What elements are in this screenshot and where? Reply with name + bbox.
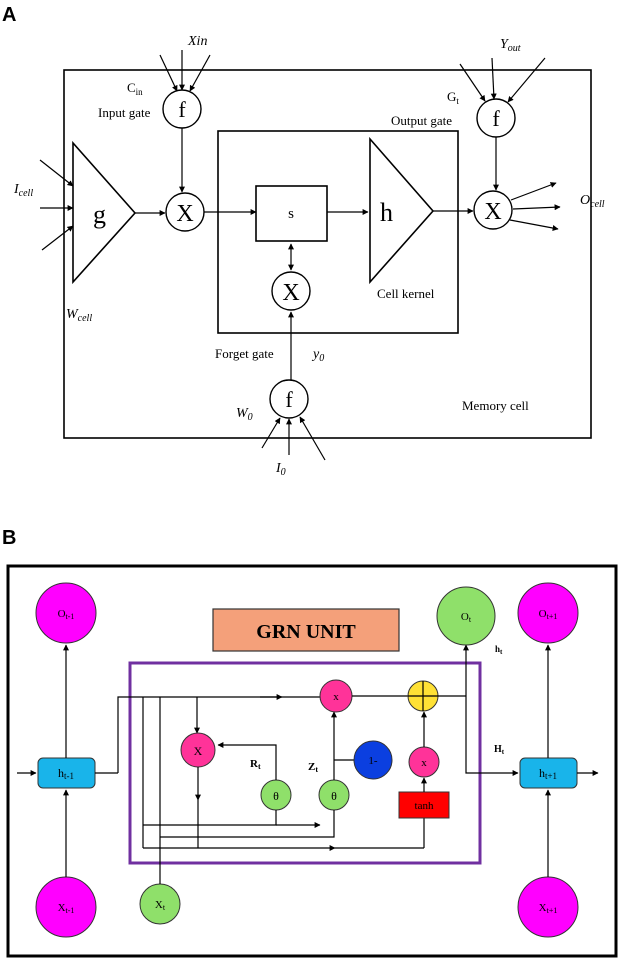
forget-gate-in-1: [261, 417, 281, 449]
output-gate-in-2: [490, 57, 497, 100]
h-triangle: [369, 136, 435, 285]
panel-a: A g Icell Wcell X f Xin Cin Input gate s: [2, 4, 605, 478]
w-cell-label: Wcell: [66, 307, 92, 324]
to-reset-gate-line: [143, 810, 277, 826]
o-t-label: Ot: [461, 611, 472, 624]
z-t-label: Zt: [308, 761, 318, 774]
h-next-label: ht+1: [539, 766, 557, 781]
h-t-small-label: ht: [495, 644, 503, 656]
input-gate-label: Input gate: [98, 105, 151, 120]
o-cell-label: Ocell: [580, 193, 605, 210]
forget-gate-node: [269, 379, 309, 419]
output-mult-node: [473, 190, 513, 230]
candidate-mult-label: x: [421, 757, 427, 769]
o-t-node: [436, 586, 496, 646]
panel-a-label: A: [2, 4, 16, 26]
reset-mult-label: X: [194, 744, 203, 758]
panel-b-label: B: [2, 527, 16, 549]
inner-kernel-box: [217, 130, 459, 334]
o-cell-arrow-1: [510, 182, 557, 201]
input-gate-in-3: [189, 54, 211, 92]
forget-gate-label: Forget gate: [215, 346, 274, 361]
i-cell-label: Icell: [13, 182, 33, 199]
s-box: [255, 185, 328, 242]
tanh-label: tanh: [415, 800, 434, 812]
update-gate-label: θ: [331, 789, 337, 803]
forget-mult-node: [271, 271, 311, 311]
x-next-label: Xt+1: [539, 902, 558, 915]
output-gate-in-3: [507, 57, 546, 103]
y-out-label: Yout: [500, 37, 521, 54]
memory-cell-box: [63, 69, 592, 439]
memory-cell-label: Memory cell: [462, 398, 529, 413]
w0-label: W0: [236, 406, 253, 423]
o-next-node: [517, 582, 579, 644]
i-cell-arrow-1: [39, 159, 74, 187]
s-label: s: [288, 206, 294, 222]
x-in-label: Xin: [187, 34, 207, 49]
g-t-label: Gt: [447, 89, 459, 106]
output-gate-in-1: [459, 63, 486, 102]
reset-gate-to-x-arrow: [217, 742, 277, 780]
h-prev-label: ht-1: [58, 766, 74, 781]
forget-mult-label: X: [282, 280, 299, 306]
y0-label: y0: [311, 347, 324, 364]
forget-gate-in-3: [299, 416, 326, 461]
g-triangle: [72, 140, 137, 285]
r-t-label: Rt: [250, 758, 261, 771]
o-next-label: Ot+1: [539, 608, 558, 621]
input-mult-label: X: [176, 201, 193, 227]
tanh-box: [398, 791, 450, 819]
o-cell-arrow-2: [512, 204, 561, 211]
cell-kernel-label: Cell kernel: [377, 286, 435, 301]
panel-b: B GRN UNIT Ot-1 ht-1 Xt-1 X: [2, 527, 618, 958]
forget-gate-f: f: [285, 387, 293, 412]
o-cell-arrow-3: [509, 219, 559, 231]
x-prev-label: Xt-1: [58, 902, 75, 915]
h-label: h: [380, 198, 393, 227]
grn-unit-box: [128, 661, 482, 865]
ht-to-hnext-arrow: [465, 696, 519, 776]
i0-label: I0: [275, 461, 286, 478]
grn-outer-frame: [6, 564, 618, 958]
o-prev-node: [35, 582, 97, 644]
output-gate-f: f: [492, 106, 500, 131]
reset-gate-label: θ: [273, 789, 279, 803]
one-minus-node: [353, 740, 393, 780]
grn-title: GRN UNIT: [256, 621, 356, 643]
output-gate-label: Output gate: [391, 113, 452, 128]
one-minus-label: 1-: [368, 755, 378, 767]
h-t-big-label: Ht: [494, 744, 505, 756]
input-gate-f: f: [178, 97, 186, 122]
xt-to-update-gate-line: [160, 810, 335, 838]
g-label: g: [93, 200, 106, 229]
update-mult-label: x: [333, 691, 339, 703]
input-gate-in-1: [159, 54, 178, 92]
c-in-label: Cin: [127, 80, 143, 97]
o-prev-label: Ot-1: [58, 608, 75, 621]
output-mult-label: X: [484, 199, 501, 225]
h-prev-top-line: [117, 696, 197, 773]
grn-title-box: [212, 608, 400, 652]
x-t-label: Xt: [155, 899, 166, 912]
i-cell-arrow-3: [41, 225, 74, 251]
